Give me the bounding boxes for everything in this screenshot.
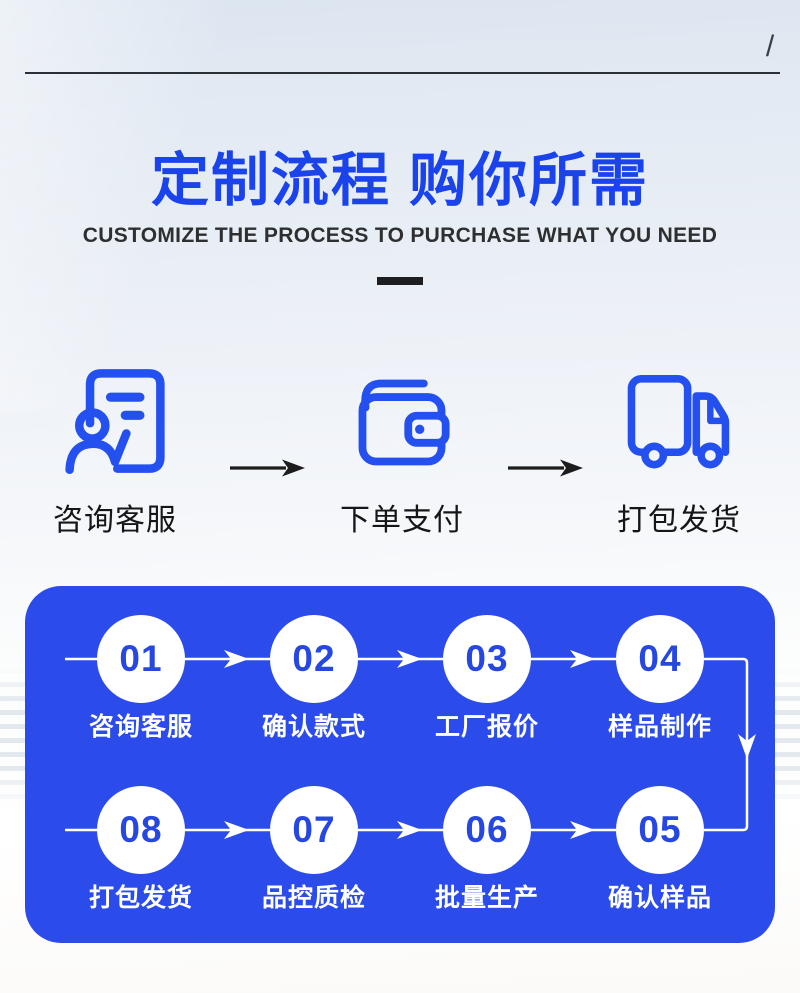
step-pay-label: 下单支付 [340,504,464,537]
title-underline-dash [377,277,423,285]
wallet-icon [358,379,450,466]
process-step-circle: 06 [443,786,531,874]
arrow-right-icon [230,459,305,477]
step-consult-label: 咨询客服 [53,504,177,537]
step-pay: 下单支付 [317,362,487,537]
process-connector-lines [65,650,756,839]
process-step-circle: 04 [616,615,704,703]
top-divider-line [25,72,780,74]
process-step-circle: 05 [616,786,704,874]
process-step-circle: 03 [443,615,531,703]
arrow-right-icon [508,459,583,477]
truck-icon [627,375,730,469]
customer-service-icon [65,369,165,475]
process-step-label: 确认款式 [261,713,366,741]
process-step-circle: 01 [97,615,185,703]
process-panel: 01 02 03 04 咨询客服 确认款式 工厂报价 样品制作 08 07 06… [25,586,775,943]
process-step-circle: 02 [270,615,358,703]
step-ship: 打包发货 [594,362,764,537]
process-step-label: 打包发货 [88,884,193,912]
process-step-label: 咨询客服 [88,713,193,741]
process-step-circle: 08 [97,786,185,874]
process-step-circle: 07 [270,786,358,874]
process-step-label: 样品制作 [607,713,712,741]
step-ship-label: 打包发货 [617,504,741,537]
top-slash-mark: / [765,30,775,63]
process-step-label: 确认样品 [607,884,712,912]
section-title: 定制流程 购你所需 [150,148,650,213]
section-subtitle: CUSTOMIZE THE PROCESS TO PURCHASE WHAT Y… [82,224,718,247]
process-step-label: 品控质检 [261,884,366,912]
step-consult: 咨询客服 [30,362,200,537]
process-step-label: 批量生产 [434,884,539,912]
process-step-label: 工厂报价 [434,713,539,741]
